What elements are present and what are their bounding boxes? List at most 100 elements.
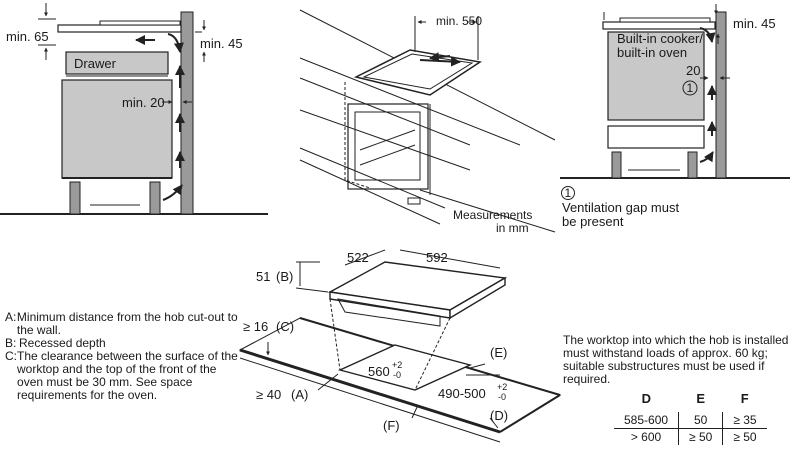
builtin-oven-box bbox=[607, 31, 705, 121]
legend-item-a: A: Minimum distance from the hob cut-out… bbox=[5, 311, 245, 337]
c-value-label: ≥ 16 bbox=[243, 319, 268, 334]
cutout-width-label: 560 bbox=[368, 364, 390, 379]
dim522-label: 522 bbox=[347, 250, 369, 265]
cutout-depth-tol-bot: -0 bbox=[498, 392, 506, 402]
drawer-label: Drawer bbox=[74, 56, 117, 71]
table-cell: 50 bbox=[678, 412, 724, 429]
cutout-depth-label: 490-500 bbox=[438, 386, 486, 401]
in-mm-label: in mm bbox=[496, 221, 529, 235]
right-airflow-arrow-4 bbox=[699, 151, 714, 163]
oven-foot bbox=[407, 197, 421, 205]
worktop-load-note: The worktop into which the hob is instal… bbox=[563, 333, 789, 386]
cutout-depth-tol-top: +2 bbox=[497, 382, 507, 392]
legend-key-c: C: bbox=[5, 349, 18, 363]
left-min45-label: min. 45 bbox=[200, 36, 243, 51]
left-wall bbox=[180, 11, 194, 215]
left-leg-2 bbox=[149, 181, 161, 215]
worktop-front-upper bbox=[299, 57, 521, 146]
right-wall bbox=[715, 11, 727, 179]
worktop-under bbox=[299, 109, 471, 171]
right-20-label: 20 bbox=[686, 63, 700, 78]
right-hob bbox=[619, 17, 711, 23]
left-hob bbox=[99, 20, 181, 26]
table-header-f: F bbox=[740, 391, 749, 406]
left-airflow-arrow-2 bbox=[167, 33, 184, 53]
measurements-label: Measurements bbox=[453, 208, 532, 222]
table-cell: ≥ 50 bbox=[678, 428, 724, 445]
legend-item-b: B: Recessed depth bbox=[5, 337, 245, 350]
projection-line-1 bbox=[329, 298, 341, 371]
center-perspective-diagram: min. 550 Measurements in mm bbox=[299, 9, 556, 235]
note-number: 1 bbox=[565, 186, 572, 200]
min65-label: min. 65 bbox=[6, 29, 49, 44]
cutout-width-tol-bot: -0 bbox=[393, 370, 401, 380]
table-header-d: D bbox=[641, 391, 651, 406]
worktop-front-edge bbox=[239, 348, 501, 434]
ventilation-marker-circle bbox=[682, 80, 698, 96]
f-key-label: (F) bbox=[383, 418, 400, 433]
legend: A: Minimum distance from the hob cut-out… bbox=[5, 311, 245, 402]
table-cell: 585-600 bbox=[614, 412, 679, 429]
oven-shelf-2 bbox=[359, 144, 416, 166]
right-min45-label: min. 45 bbox=[733, 16, 776, 31]
oven-door bbox=[354, 111, 421, 181]
table-cell: ≥ 50 bbox=[733, 430, 757, 444]
floor-line-2 bbox=[299, 159, 441, 225]
hob-side-face bbox=[449, 276, 506, 320]
b-key-label: (B) bbox=[276, 269, 293, 284]
left-airflow-arrow-6 bbox=[162, 184, 183, 201]
legend-text-c: The clearance between the surface of the… bbox=[17, 349, 238, 402]
a-value-label: ≥ 40 bbox=[256, 387, 281, 402]
floor-line-1 bbox=[299, 147, 446, 209]
left-cabinet-body bbox=[61, 79, 173, 179]
a-leader bbox=[317, 373, 339, 391]
a-key-label: (A) bbox=[291, 387, 308, 402]
builtin-label-line1: Built-in cooker/ bbox=[617, 31, 703, 46]
left-leg-1 bbox=[69, 181, 81, 215]
cutout-arrow-left bbox=[429, 52, 451, 63]
c-key-label: (C) bbox=[276, 319, 294, 334]
dim592-line bbox=[399, 249, 501, 269]
f-leader bbox=[411, 404, 419, 419]
oven-shelf-1 bbox=[359, 129, 416, 151]
dim522-line bbox=[344, 249, 386, 266]
worktop-side-edge bbox=[499, 394, 561, 433]
hob-recess bbox=[337, 298, 441, 327]
right-builtin-diagram: 1 Built-in cooker/ built-in oven min. 45… bbox=[560, 4, 790, 229]
table-row: > 600 ≥ 50 ≥ 50 bbox=[614, 428, 767, 445]
note-line2: be present bbox=[562, 214, 624, 229]
e-leader bbox=[469, 363, 486, 369]
oven-hidden-edge bbox=[344, 82, 371, 189]
e-key-label: (E) bbox=[490, 345, 507, 360]
legend-key-b: B: bbox=[5, 336, 17, 350]
table-cell: > 600 bbox=[630, 430, 662, 444]
left-cabinet-diagram: min. 65 min. 45 min. 20 Drawer bbox=[0, 3, 268, 215]
legend-item-c: C: The clearance between the surface of … bbox=[5, 350, 245, 402]
right-worktop bbox=[602, 21, 716, 30]
table-header-row: D E F bbox=[614, 391, 767, 412]
right-airflow-arrow-1 bbox=[699, 27, 716, 43]
left-worktop bbox=[57, 24, 182, 33]
right-leg-2 bbox=[687, 151, 698, 179]
cutout-width-tol-top: +2 bbox=[392, 360, 402, 370]
legend-text-b: Recessed depth bbox=[19, 336, 106, 350]
worktop-bottom-edge bbox=[239, 357, 501, 443]
dim592-label: 592 bbox=[426, 250, 448, 265]
min20-label: min. 20 bbox=[122, 95, 165, 110]
b-value-label: 51 bbox=[256, 269, 270, 284]
min550-label: min. 550 bbox=[436, 14, 482, 28]
ventilation-marker-number: 1 bbox=[687, 81, 694, 95]
projection-line-2 bbox=[414, 317, 451, 391]
dim51-ext-bottom bbox=[295, 287, 329, 293]
worktop-cutout bbox=[337, 344, 473, 391]
d-key-label: (D) bbox=[490, 408, 508, 423]
table-header-e: E bbox=[696, 391, 706, 406]
builtin-label-line2: built-in oven bbox=[617, 45, 687, 60]
table-row: 585-600 50 ≥ 35 bbox=[614, 412, 767, 429]
right-leg-1 bbox=[611, 151, 622, 179]
floor-line-3 bbox=[419, 189, 556, 233]
left-drawer bbox=[65, 51, 169, 75]
legend-text-a: Minimum distance from the hob cut-out to… bbox=[16, 310, 238, 337]
